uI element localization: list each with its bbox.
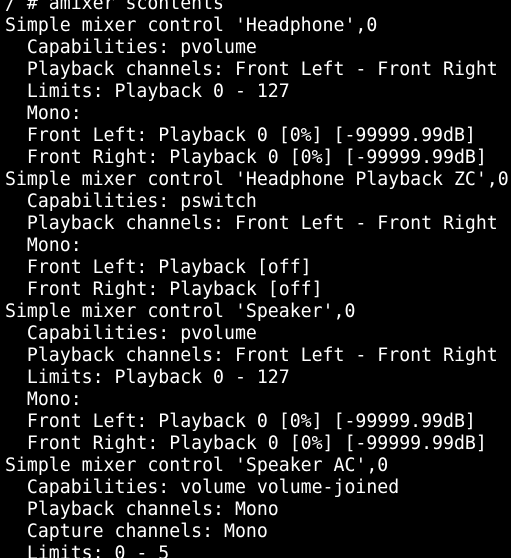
- terminal-line: Front Left: Playback 0 [0%] [-99999.99dB…: [5, 411, 476, 432]
- terminal-line: Capabilities: pvolume: [5, 323, 257, 344]
- terminal-line: Capabilities: volume volume-joined: [5, 477, 400, 498]
- terminal-line: Mono:: [5, 389, 82, 410]
- terminal-line: Front Left: Playback [off]: [5, 257, 312, 278]
- terminal-line: Front Right: Playback 0 [0%] [-99999.99d…: [5, 433, 487, 454]
- terminal-line: Limits: Playback 0 - 127: [5, 81, 290, 102]
- terminal-line: Mono:: [5, 103, 82, 124]
- terminal-line: Front Right: Playback [off]: [5, 279, 323, 300]
- terminal-line: Playback channels: Front Left - Front Ri…: [5, 345, 498, 366]
- terminal-line: Playback channels: Front Left - Front Ri…: [5, 213, 498, 234]
- terminal-line: Capture channels: Mono: [5, 521, 268, 542]
- terminal-line: Playback channels: Front Left - Front Ri…: [5, 59, 498, 80]
- terminal-line: Front Right: Playback 0 [0%] [-99999.99d…: [5, 147, 487, 168]
- terminal-line-control-header: Simple mixer control 'Speaker AC',0: [5, 455, 389, 476]
- terminal-line: Front Left: Playback 0 [0%] [-99999.99dB…: [5, 125, 476, 146]
- terminal-line: Capabilities: pvolume: [5, 37, 257, 58]
- terminal-line: Limits: Playback 0 - 127: [5, 367, 290, 388]
- terminal-line: Capabilities: pswitch: [5, 191, 257, 212]
- terminal-line: Playback channels: Mono: [5, 499, 279, 520]
- terminal-line-control-header: Simple mixer control 'Headphone',0: [5, 15, 378, 36]
- terminal-line: Mono:: [5, 235, 82, 256]
- terminal-line-control-header: Simple mixer control 'Speaker',0: [5, 301, 356, 322]
- terminal-line: Limits: 0 - 5: [5, 543, 170, 558]
- terminal-line-command: / # amixer scontents: [5, 0, 224, 14]
- terminal-line-control-header: Simple mixer control 'Headphone Playback…: [5, 169, 509, 190]
